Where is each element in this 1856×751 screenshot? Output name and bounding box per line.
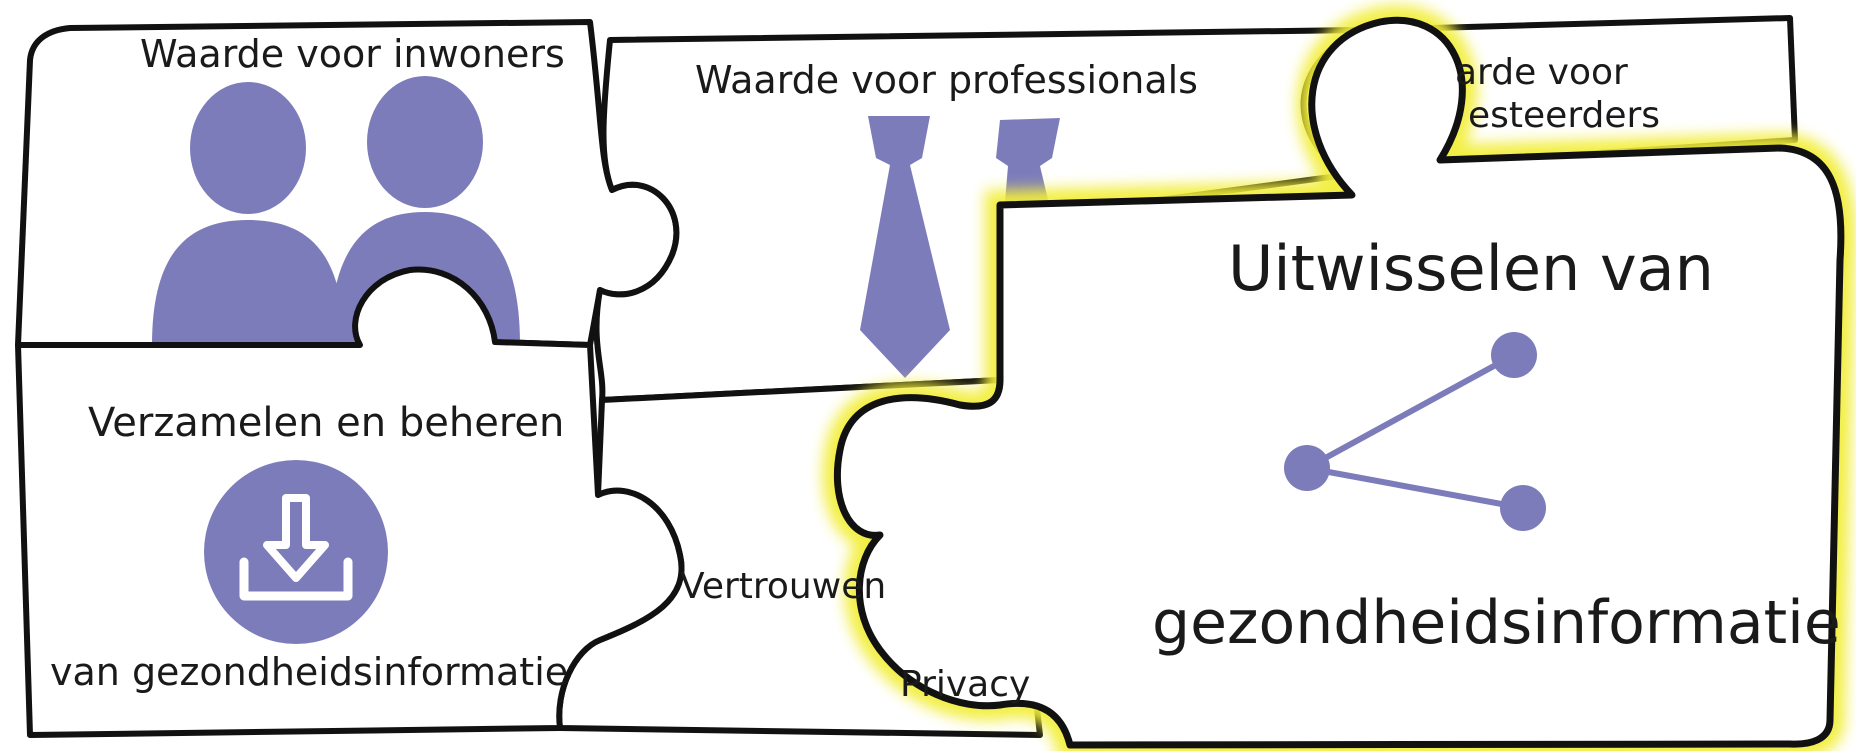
verzamelen-title: Verzamelen en beheren — [88, 400, 565, 446]
professionals-title: Waarde voor professionals — [695, 58, 1198, 102]
uitwisselen-title: Uitwisselen van — [1228, 232, 1714, 305]
verzamelen-subtitle: van gezondheidsinformatie — [50, 650, 569, 694]
inwoners-title: Waarde voor inwoners — [140, 32, 565, 76]
share-icon — [1284, 332, 1546, 531]
vertrouwen-label: Vertrouwen — [680, 566, 887, 607]
download-icon — [204, 460, 388, 644]
uitwisselen-subtitle: gezondheidsinformatie — [1152, 588, 1841, 658]
piece-uitwisselen — [833, 16, 1845, 749]
privacy-label: Privacy — [900, 664, 1031, 705]
investeerders-title-line2: esteerders — [1468, 95, 1661, 136]
investeerders-title-line1: arde voor — [1455, 52, 1628, 93]
